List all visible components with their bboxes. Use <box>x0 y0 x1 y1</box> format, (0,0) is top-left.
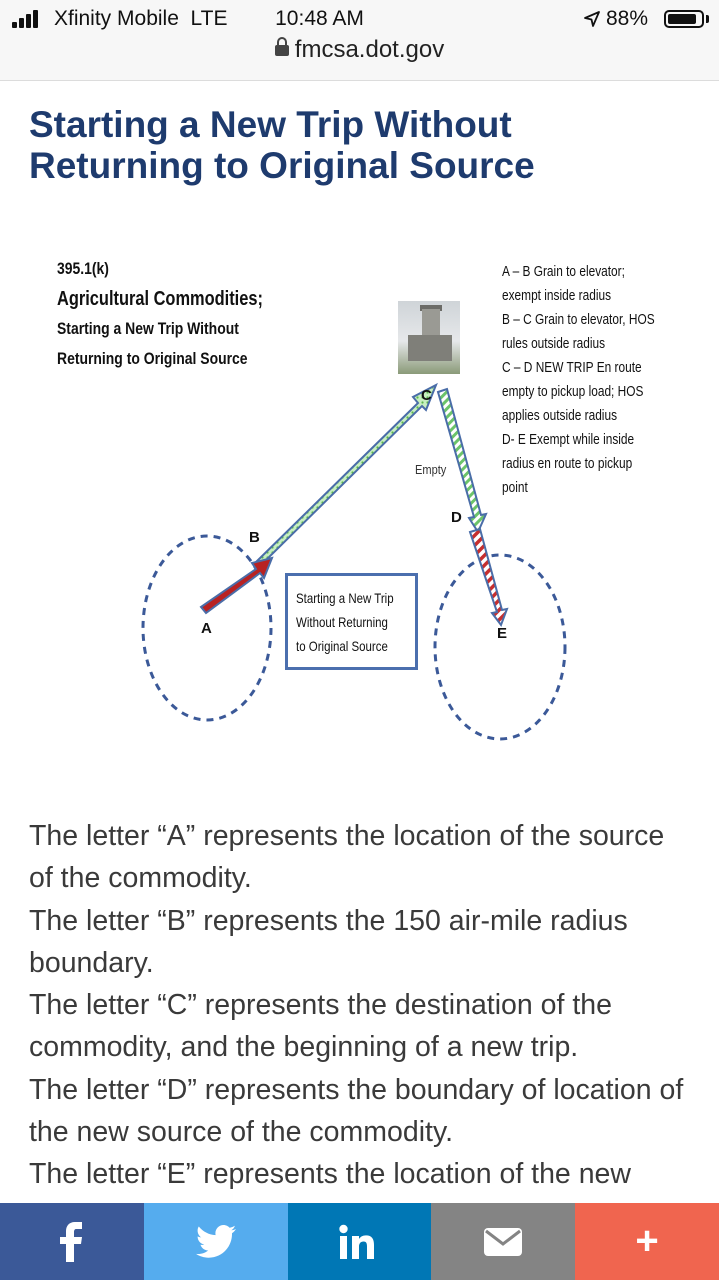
status-bar: Xfinity Mobile LTE 10:48 AM 88% fmcsa.do… <box>0 0 719 81</box>
figure-title-line: Returning to Original Source <box>57 349 248 368</box>
page-title: Starting a New Trip Without Returning to… <box>29 104 535 186</box>
body-paragraph: The letter “D” represents the boundary o… <box>29 1073 684 1149</box>
url-text: fmcsa.dot.gov <box>294 36 445 63</box>
legend-line: point <box>502 480 528 496</box>
empty-label: Empty <box>415 462 447 477</box>
arrow-d-to-e <box>468 527 509 628</box>
carrier-label: Xfinity Mobile LTE <box>54 7 228 30</box>
lock-icon <box>274 37 289 56</box>
clock: 10:48 AM <box>275 7 364 30</box>
location-arrow-icon <box>584 11 600 27</box>
body-paragraph: The letter “A” represents the location o… <box>29 820 665 895</box>
figure-title: 395.1(k) Agricultural Commodities; Start… <box>57 254 319 374</box>
callout-line: Without Returning <box>296 614 388 630</box>
body-paragraph: The letter “C” represents the destinatio… <box>29 989 612 1064</box>
share-twitter-button[interactable] <box>143 1203 288 1280</box>
battery-percentage: 88% <box>606 7 649 30</box>
body-paragraph: The letter “B” represents the 150 air-mi… <box>29 904 628 979</box>
legend-line: C – D NEW TRIP En route <box>502 360 642 376</box>
signal-strength-icon <box>12 10 46 28</box>
twitter-icon <box>195 1224 236 1258</box>
linkedin-icon <box>339 1224 375 1259</box>
arrow-a-to-b <box>199 556 274 615</box>
share-linkedin-button[interactable] <box>287 1203 432 1280</box>
point-label-c: C <box>421 387 432 404</box>
legend-line: D- E Exempt while inside <box>502 432 635 448</box>
source-radius-circle <box>141 534 273 722</box>
legend-line: B – C Grain to elevator, HOS <box>502 312 655 328</box>
share-email-button[interactable] <box>431 1203 576 1280</box>
address-bar[interactable]: fmcsa.dot.gov <box>0 36 719 64</box>
point-label-e: E <box>497 625 508 642</box>
point-label-a: A <box>201 620 212 637</box>
legend-line: rules outside radius <box>502 336 606 352</box>
share-bar: + <box>0 1203 719 1280</box>
article-body: The letter “A” represents the location o… <box>29 815 689 1196</box>
share-facebook-button[interactable] <box>0 1203 144 1280</box>
email-icon <box>484 1227 523 1256</box>
arrow-b-to-c <box>253 382 438 569</box>
facebook-icon <box>59 1221 82 1262</box>
figure-title-line: Starting a New Trip Without <box>57 319 239 338</box>
figure-title-line: Agricultural Commodities; <box>57 288 263 310</box>
body-paragraph: The letter “E” represents the location o… <box>29 1158 631 1191</box>
share-more-button[interactable]: + <box>575 1203 719 1280</box>
battery-tip <box>706 15 709 23</box>
figure-legend: A – B Grain to elevator; exempt inside r… <box>502 260 682 500</box>
battery-icon <box>664 10 704 28</box>
diagram-drawing <box>141 382 567 741</box>
legend-line: radius en route to pickup <box>502 456 633 472</box>
point-label-b: B <box>249 529 260 546</box>
legend-line: empty to pickup load; HOS <box>502 384 644 400</box>
callout-line: to Original Source <box>296 638 388 654</box>
plus-icon: + <box>635 1219 659 1263</box>
legend-line: applies outside radius <box>502 408 618 424</box>
trip-diagram-figure: 395.1(k) Agricultural Commodities; Start… <box>45 240 685 760</box>
callout-line: Starting a New Trip <box>296 590 394 606</box>
legend-line: exempt inside radius <box>502 288 612 304</box>
battery-level-fill <box>668 14 696 24</box>
arrow-c-to-d <box>436 387 488 535</box>
grain-elevator-photo <box>398 301 460 374</box>
figure-title-line: 395.1(k) <box>57 259 109 278</box>
pickup-radius-circle <box>433 553 567 741</box>
new-trip-callout-box: Starting a New Trip Without Returning to… <box>285 573 418 670</box>
point-label-d: D <box>451 509 462 526</box>
legend-line: A – B Grain to elevator; <box>502 264 625 280</box>
